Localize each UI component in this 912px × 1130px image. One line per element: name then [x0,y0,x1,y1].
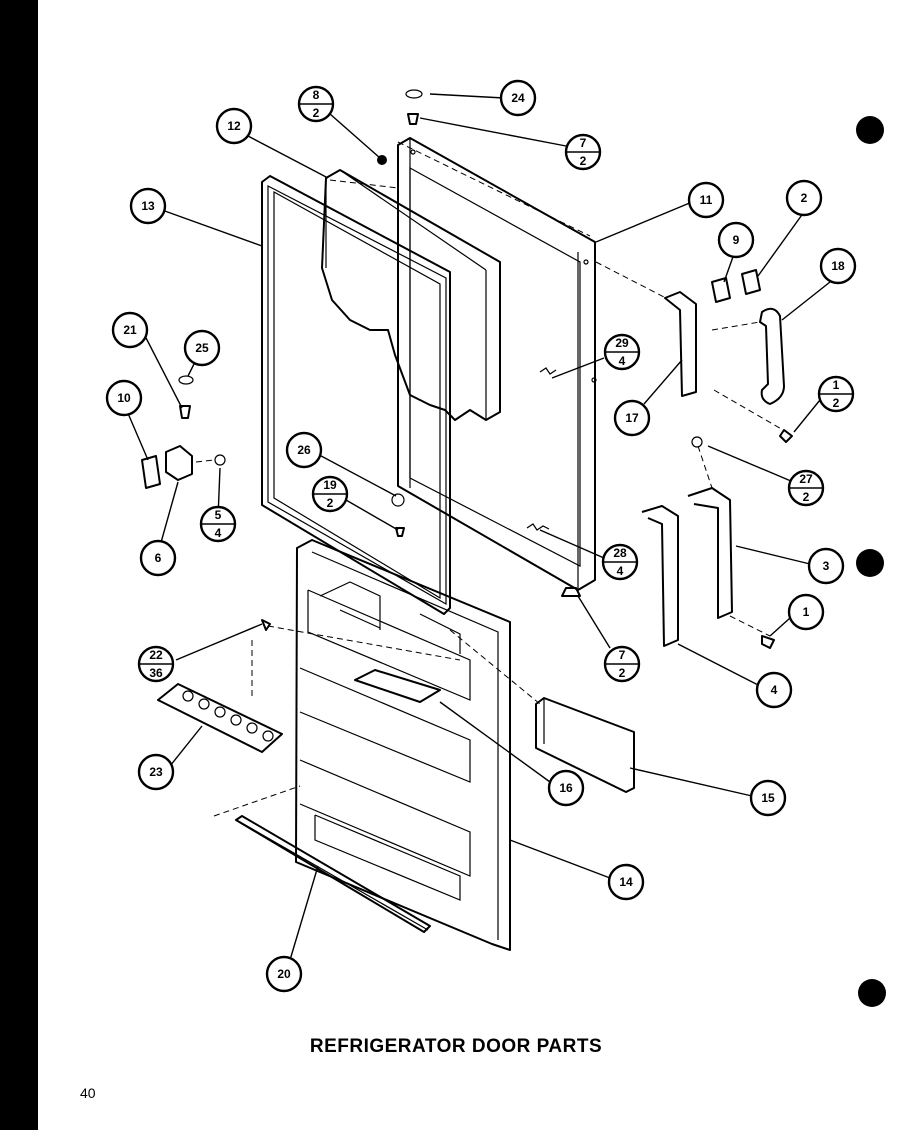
part-11-outer-door-panel [397,137,597,591]
callout-4-label: 4 [771,683,778,697]
callout-22-36-num: 22 [149,648,163,662]
callout-12-label: 12 [227,119,241,133]
callout-7-2-bottom-den: 2 [619,666,626,680]
callout-22-36-den: 36 [149,666,163,680]
part-10-shim [141,455,161,489]
binder-hole-bottom [858,979,886,1007]
callout-6: 6 [139,539,177,577]
callout-5-4-den: 4 [215,526,222,540]
callout-9: 9 [717,221,755,259]
callout-2-label: 2 [801,191,808,205]
callout-5-4: 54 [199,505,237,543]
assembly-lines [195,141,791,817]
part-16-dairy-door [354,669,441,703]
callout-21: 21 [111,311,149,349]
callout-8-2-den: 2 [313,106,320,120]
callout-1-2-num: 1 [833,378,840,392]
callout-7-2-bottom: 72 [603,645,641,683]
callout-25: 25 [183,329,221,367]
callout-8-2-num: 8 [313,88,320,102]
callout-13-label: 13 [141,199,155,213]
callout-24-label: 24 [511,91,525,105]
part-6-hinge-pin-block [165,445,193,481]
part-9-pad [711,277,731,303]
callout-27-2: 272 [787,469,825,507]
callout-18-label: 18 [831,259,845,273]
callout-23: 23 [137,753,175,791]
callout-28-4: 284 [601,543,639,581]
part-12-insulation-panel [321,169,501,421]
page-number: 40 [80,1085,96,1101]
leader-lines [123,93,831,961]
callout-7-2-top-num: 7 [580,136,587,150]
callout-4: 4 [755,671,793,709]
part-18-door-handle [759,307,785,405]
callout-19-2-den: 2 [327,496,334,510]
callout-1: 1 [787,593,825,631]
callout-5-4-num: 5 [215,508,222,522]
binder-hole-top [856,116,884,144]
callout-7-2-top-den: 2 [580,154,587,168]
part-13-door-gasket [261,175,451,615]
diagram-title: REFRIGERATOR DOOR PARTS [309,1036,603,1057]
callout-14: 14 [607,863,645,901]
callout-17-label: 17 [625,411,639,425]
callout-16-label: 16 [559,781,573,795]
part-14-door-liner [295,539,511,951]
callout-15: 15 [749,779,787,817]
callout-12: 12 [215,107,253,145]
callout-19-2: 192 [311,475,349,513]
callout-3: 3 [807,547,845,585]
callout-23-label: 23 [149,765,163,779]
callout-8-2: 82 [297,85,335,123]
callout-26: 26 [285,431,323,469]
callout-1-label: 1 [803,605,810,619]
callout-2: 2 [785,179,823,217]
callout-7-2-bottom-num: 7 [619,648,626,662]
callout-19-2-num: 19 [323,478,337,492]
part-2-pad [741,269,761,295]
page [38,0,912,1130]
callout-3-label: 3 [823,559,830,573]
callout-21-label: 21 [123,323,137,337]
fasteners [178,89,793,649]
callout-1-2: 12 [817,375,855,413]
callout-17: 17 [613,399,651,437]
callout-27-2-den: 2 [803,490,810,504]
callout-28-4-den: 4 [617,564,624,578]
part-20-trim-strip [235,815,431,933]
callout-28-4-num: 28 [613,546,627,560]
callout-29-4-den: 4 [619,354,626,368]
callout-27-2-num: 27 [799,472,813,486]
callout-20-label: 20 [277,967,291,981]
callout-14-label: 14 [619,875,633,889]
part-3-hinge-bracket [687,487,733,619]
callout-15-label: 15 [761,791,775,805]
callout-29-4: 294 [603,333,641,371]
callout-11-label: 11 [700,193,713,207]
callout-10-label: 10 [117,391,131,405]
callout-20: 20 [265,955,303,993]
callout-1-2-den: 2 [833,396,840,410]
part-4-hinge-bracket [641,505,679,647]
part-15-shelf-rail [535,697,635,793]
callout-9-label: 9 [733,233,740,247]
callout-29-4-num: 29 [615,336,629,350]
callout-16: 16 [547,769,585,807]
binder-hole-middle [856,549,884,577]
callout-10: 10 [105,379,143,417]
callout-18: 18 [819,247,857,285]
callout-24: 24 [499,79,537,117]
callout-26-label: 26 [297,443,311,457]
callout-11: 11 [687,181,725,219]
part-23-egg-tray [157,683,283,753]
callout-6-label: 6 [155,551,162,565]
callout-25-label: 25 [195,341,209,355]
callout-13: 13 [129,187,167,225]
callout-7-2-top: 72 [564,133,602,171]
part-17-handle-bracket [664,291,697,397]
